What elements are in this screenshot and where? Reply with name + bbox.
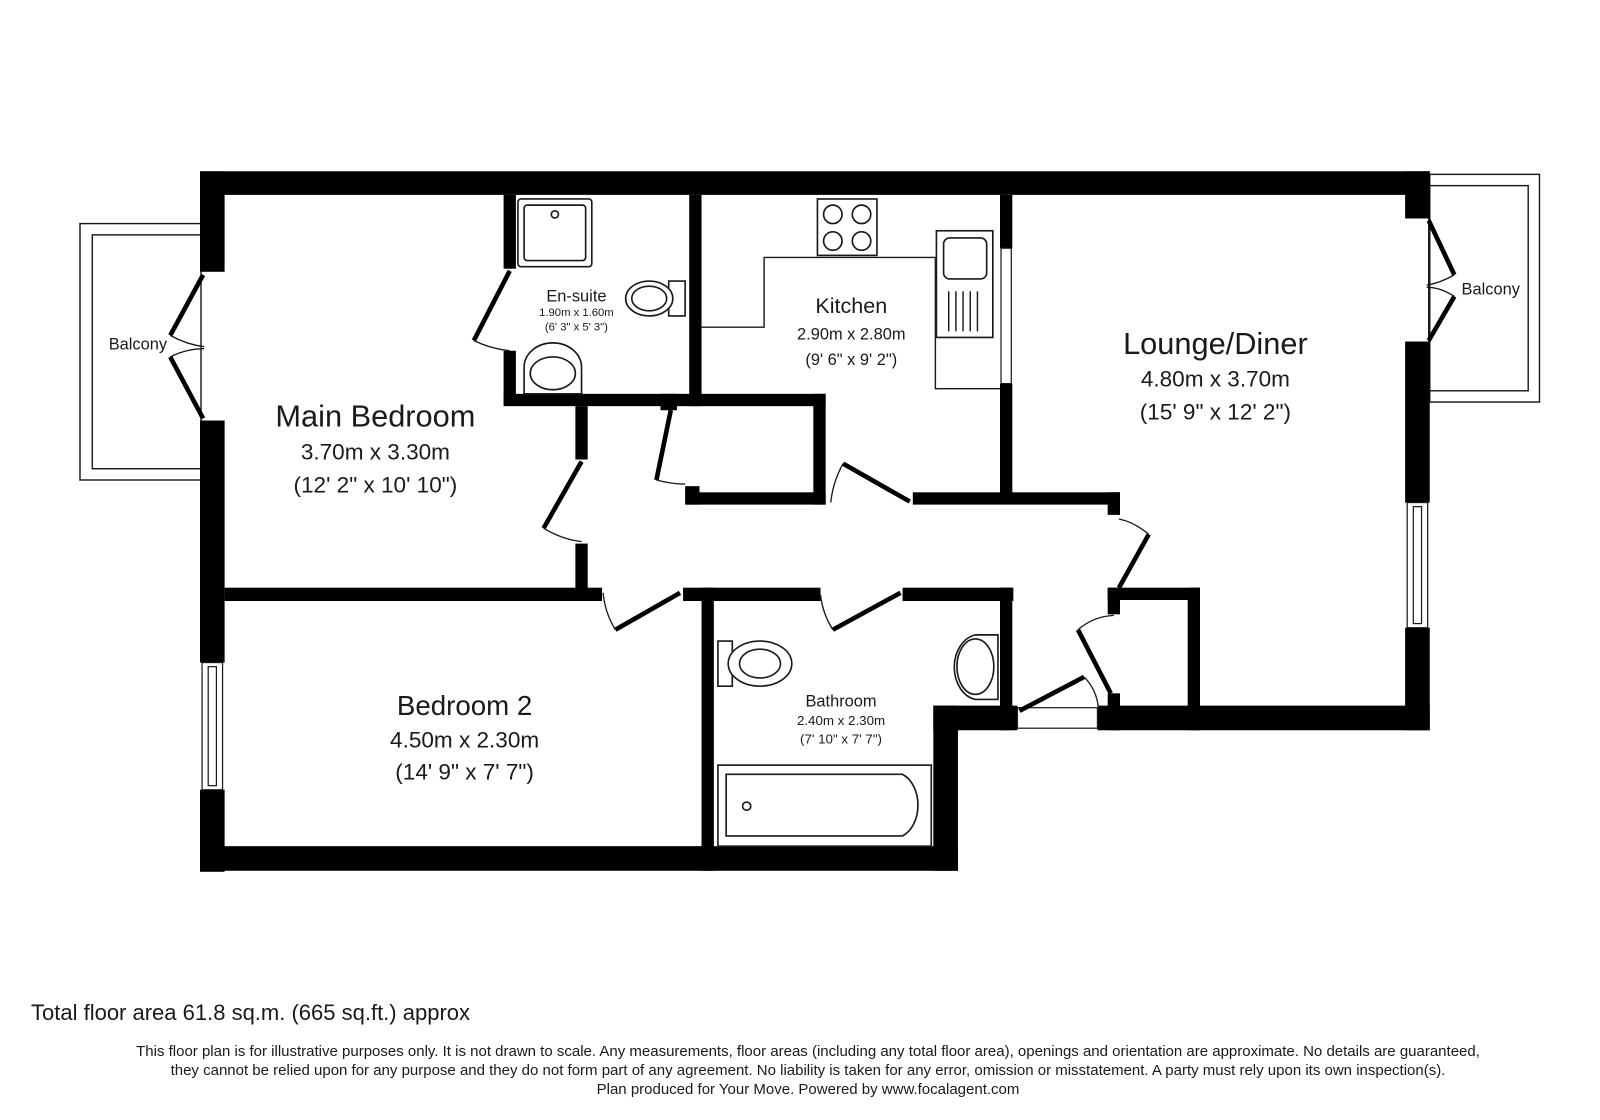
disclaimer-line-2: they cannot be relied upon for any purpo… (170, 1062, 1446, 1079)
svg-text:(9' 6" x 9' 2"): (9' 6" x 9' 2") (805, 351, 897, 369)
walls (200, 171, 1430, 872)
basin-icon (953, 634, 999, 701)
balcony-right: Balcony (1426, 173, 1541, 403)
svg-text:(7' 10" x 7' 7"): (7' 10" x 7' 7") (800, 732, 882, 747)
room-label-main-bedroom: Main Bedroom 3.70m x 3.30m (12' 2" x 10'… (275, 399, 475, 498)
hob-icon (816, 198, 878, 257)
toilet-icon (624, 280, 686, 317)
room-label-kitchen: Kitchen 2.90m x 2.80m (9' 6" x 9' 2") (797, 294, 906, 369)
svg-text:2.90m x 2.80m: 2.90m x 2.80m (797, 325, 906, 343)
svg-text:1.90m x 1.60m: 1.90m x 1.60m (539, 307, 614, 319)
svg-text:4.50m x 2.30m: 4.50m x 2.30m (390, 728, 539, 753)
svg-text:Bedroom 2: Bedroom 2 (397, 690, 532, 721)
fixtures (517, 198, 1000, 847)
windows (201, 247, 1429, 791)
room-label-bathroom: Bathroom 2.40m x 2.30m (7' 10" x 7' 7") (797, 693, 885, 747)
svg-text:(15' 9" x 12' 2"): (15' 9" x 12' 2") (1140, 399, 1291, 424)
disclaimer: This floor plan is for illustrative purp… (20, 1042, 1596, 1099)
basin-icon (523, 342, 583, 395)
svg-text:Bathroom: Bathroom (805, 693, 876, 711)
room-label-bedroom-2: Bedroom 2 4.50m x 2.30m (14' 9" x 7' 7") (390, 690, 539, 785)
total-floor-area: Total floor area 61.8 sq.m. (665 sq.ft.)… (31, 1000, 471, 1025)
room-label-en-suite: En-suite 1.90m x 1.60m (6' 3" x 5' 3") (539, 288, 614, 334)
balcony-left-label: Balcony (109, 336, 168, 354)
svg-text:3.70m x 3.30m: 3.70m x 3.30m (301, 439, 450, 464)
svg-text:(6' 3" x 5' 3"): (6' 3" x 5' 3") (545, 321, 608, 333)
balcony-right-label: Balcony (1462, 280, 1521, 298)
shower-icon (517, 198, 593, 268)
svg-text:Kitchen: Kitchen (815, 294, 887, 318)
svg-text:En-suite: En-suite (546, 288, 606, 306)
toilet-icon (717, 640, 793, 687)
svg-text:Main Bedroom: Main Bedroom (275, 399, 475, 434)
doors (471, 269, 1151, 713)
svg-text:Lounge/Diner: Lounge/Diner (1123, 326, 1308, 361)
sink-icon (935, 229, 994, 339)
svg-text:(12' 2" x 10' 10"): (12' 2" x 10' 10") (294, 472, 458, 497)
svg-text:(14' 9" x 7' 7"): (14' 9" x 7' 7") (395, 759, 534, 784)
svg-text:4.80m x 3.70m: 4.80m x 3.70m (1141, 367, 1290, 392)
disclaimer-line-1: This floor plan is for illustrative purp… (136, 1043, 1480, 1060)
room-label-lounge-diner: Lounge/Diner 4.80m x 3.70m (15' 9" x 12'… (1123, 326, 1308, 425)
svg-text:2.40m x 2.30m: 2.40m x 2.30m (797, 713, 885, 728)
balcony-left: Balcony (79, 222, 208, 481)
bath-icon (717, 764, 933, 847)
plan-credit: Plan produced for Your Move. Powered by … (596, 1081, 1020, 1098)
